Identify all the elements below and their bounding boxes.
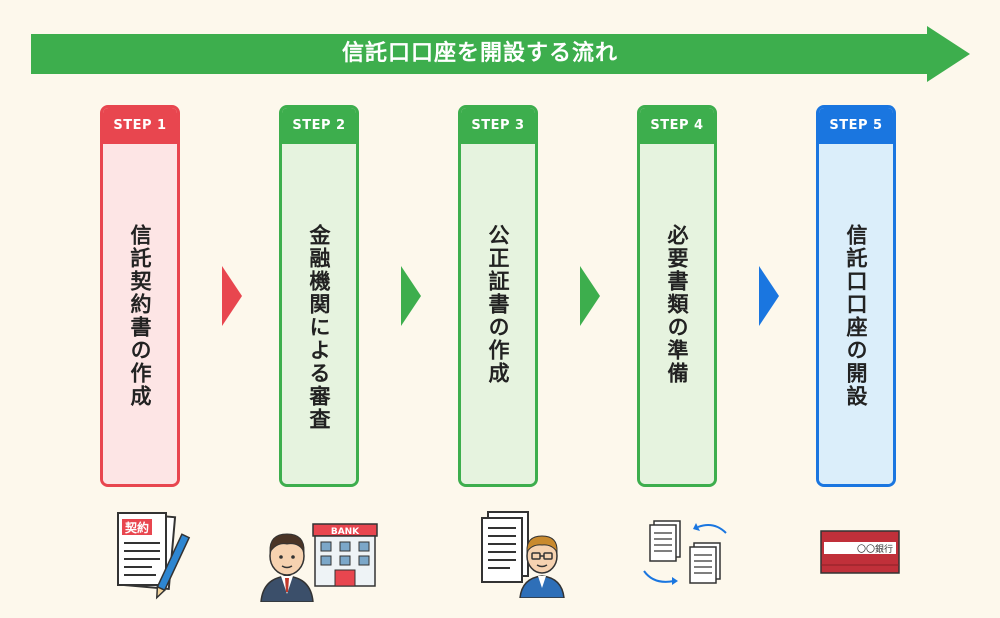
step-1-card: STEP 1 信託契約書の作成 bbox=[100, 105, 180, 487]
step-5-body: 信託口口座の開設 bbox=[819, 144, 893, 484]
notary-document-icon bbox=[481, 511, 565, 598]
contract-stamp-text: 契約 bbox=[124, 520, 149, 535]
document-exchange-icon bbox=[643, 520, 727, 585]
bank-sign-text: BANK bbox=[331, 527, 360, 537]
step-5-card: STEP 5 信託口口座の開設 bbox=[816, 105, 896, 487]
step-3-text: 公正証書の作成 bbox=[486, 224, 510, 385]
step-2-text: 金融機関による審査 bbox=[307, 224, 331, 431]
flow-banner-arrow: 信託口口座を開設する流れ bbox=[31, 26, 970, 82]
step-arrow-3 bbox=[580, 266, 600, 326]
page-title: 信託口口座を開設する流れ bbox=[341, 41, 618, 66]
step-3-card: STEP 3 公正証書の作成 bbox=[458, 105, 538, 487]
step-4-card: STEP 4 必要書類の準備 bbox=[637, 105, 717, 487]
step-arrow-1 bbox=[222, 266, 242, 326]
step-arrow-2 bbox=[401, 266, 421, 326]
step-3-body: 公正証書の作成 bbox=[461, 144, 535, 484]
step-2-label: STEP 2 bbox=[282, 108, 356, 144]
banner-arrow-body bbox=[31, 34, 929, 74]
bank-staff-icon: BANK bbox=[260, 523, 378, 602]
step-4-body: 必要書類の準備 bbox=[640, 144, 714, 484]
step-2-body: 金融機関による審査 bbox=[282, 144, 356, 484]
step-5-label: STEP 5 bbox=[819, 108, 893, 144]
step-1-text: 信託契約書の作成 bbox=[128, 224, 152, 408]
contract-document-icon: 契約 bbox=[117, 511, 191, 600]
bank-card-icon: 〇〇銀行 bbox=[820, 530, 900, 574]
step-arrow-4 bbox=[759, 266, 779, 326]
step-5-text: 信託口口座の開設 bbox=[844, 224, 868, 408]
banner-arrow-head bbox=[927, 26, 970, 82]
step-3-label: STEP 3 bbox=[461, 108, 535, 144]
step-2-card: STEP 2 金融機関による審査 bbox=[279, 105, 359, 487]
bank-card-text: 〇〇銀行 bbox=[857, 543, 893, 555]
step-4-text: 必要書類の準備 bbox=[665, 224, 689, 385]
step-1-label: STEP 1 bbox=[103, 108, 177, 144]
step-1-body: 信託契約書の作成 bbox=[103, 144, 177, 484]
step-4-label: STEP 4 bbox=[640, 108, 714, 144]
